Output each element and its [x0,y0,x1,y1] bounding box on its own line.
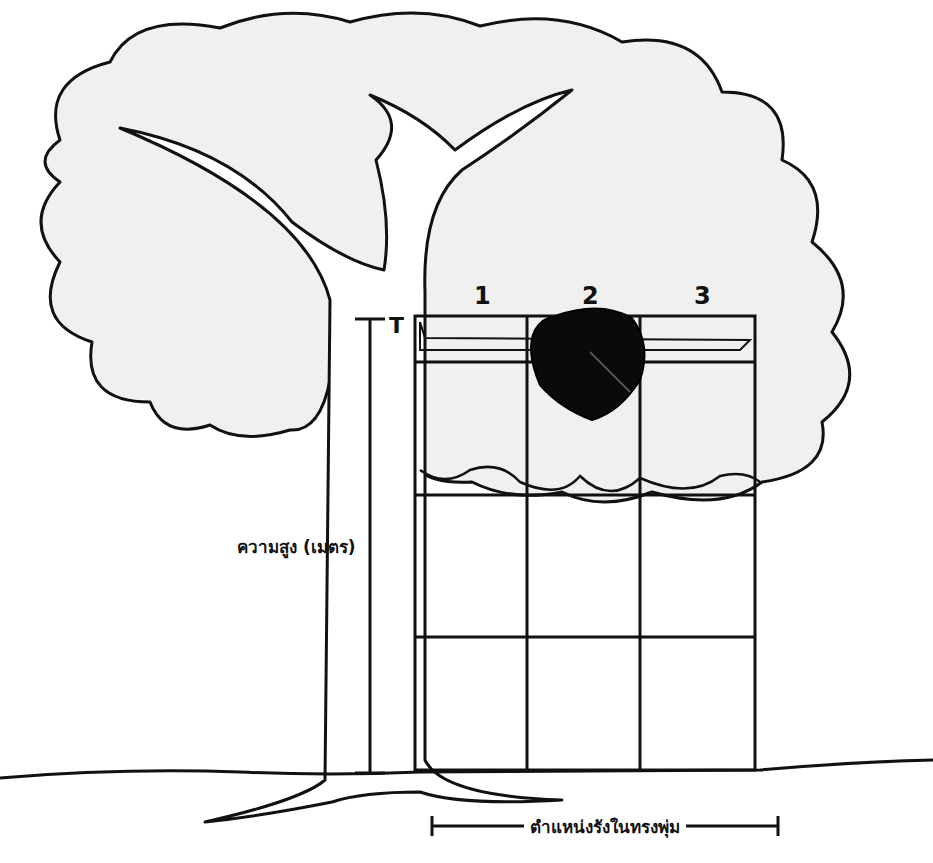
column-number: 3 [694,284,711,308]
tree-canopy [41,13,850,502]
nest-highlight [590,352,630,392]
axis-label: ความสูง (เมตร) [237,539,355,556]
column-number: 2 [582,284,599,308]
tree-trunk [120,90,572,822]
column-number: 1 [474,284,491,308]
height-bar [355,319,385,773]
canopy-edge [420,467,760,491]
nest-blob [531,308,645,420]
point-letter: T [389,315,404,337]
axis-label: ตำแหน่งรังในทรงพุ่ม [524,817,686,838]
